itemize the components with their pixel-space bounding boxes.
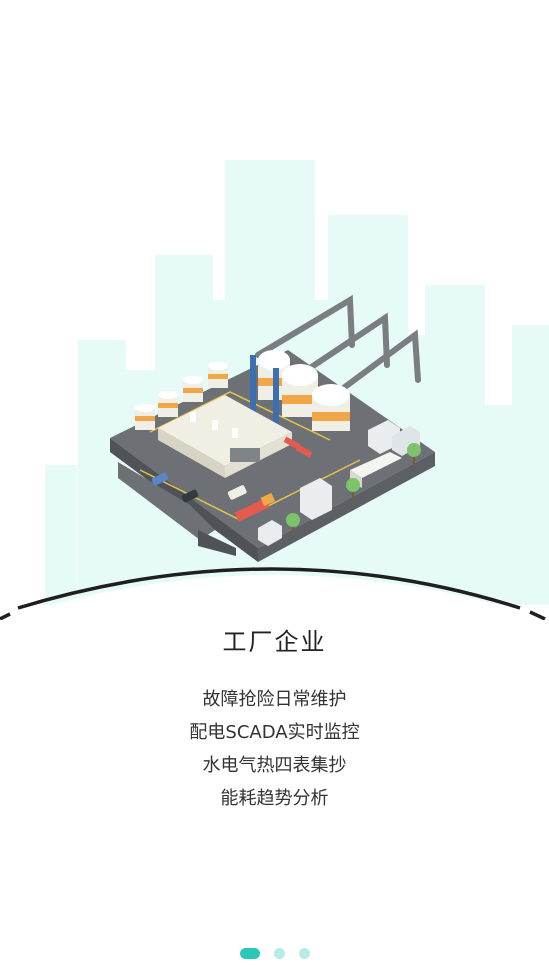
page-dot-3[interactable]: [298, 947, 310, 959]
page-dot-2[interactable]: [273, 947, 285, 959]
feature-item: 水电气热四表集抄: [202, 755, 347, 776]
feature-item: 故障抢险日常维护: [202, 689, 347, 710]
factory-illustration-icon: [0, 160, 549, 620]
divider-arc-right-tail: [529, 610, 546, 620]
page-indicator: [0, 946, 549, 960]
feature-item: 配电SCADA实时监控: [189, 722, 360, 743]
feature-item: 能耗趋势分析: [220, 788, 329, 809]
page-title: 工厂企业: [222, 628, 327, 656]
divider-arc-left-tail: [0, 612, 11, 620]
hero-illustration: [0, 160, 549, 620]
feature-list: 故障抢险日常维护 配电SCADA实时监控 水电气热四表集抄 能耗趋势分析: [0, 683, 549, 815]
page-dot-1[interactable]: [239, 947, 260, 959]
divider-arc: [17, 567, 521, 610]
